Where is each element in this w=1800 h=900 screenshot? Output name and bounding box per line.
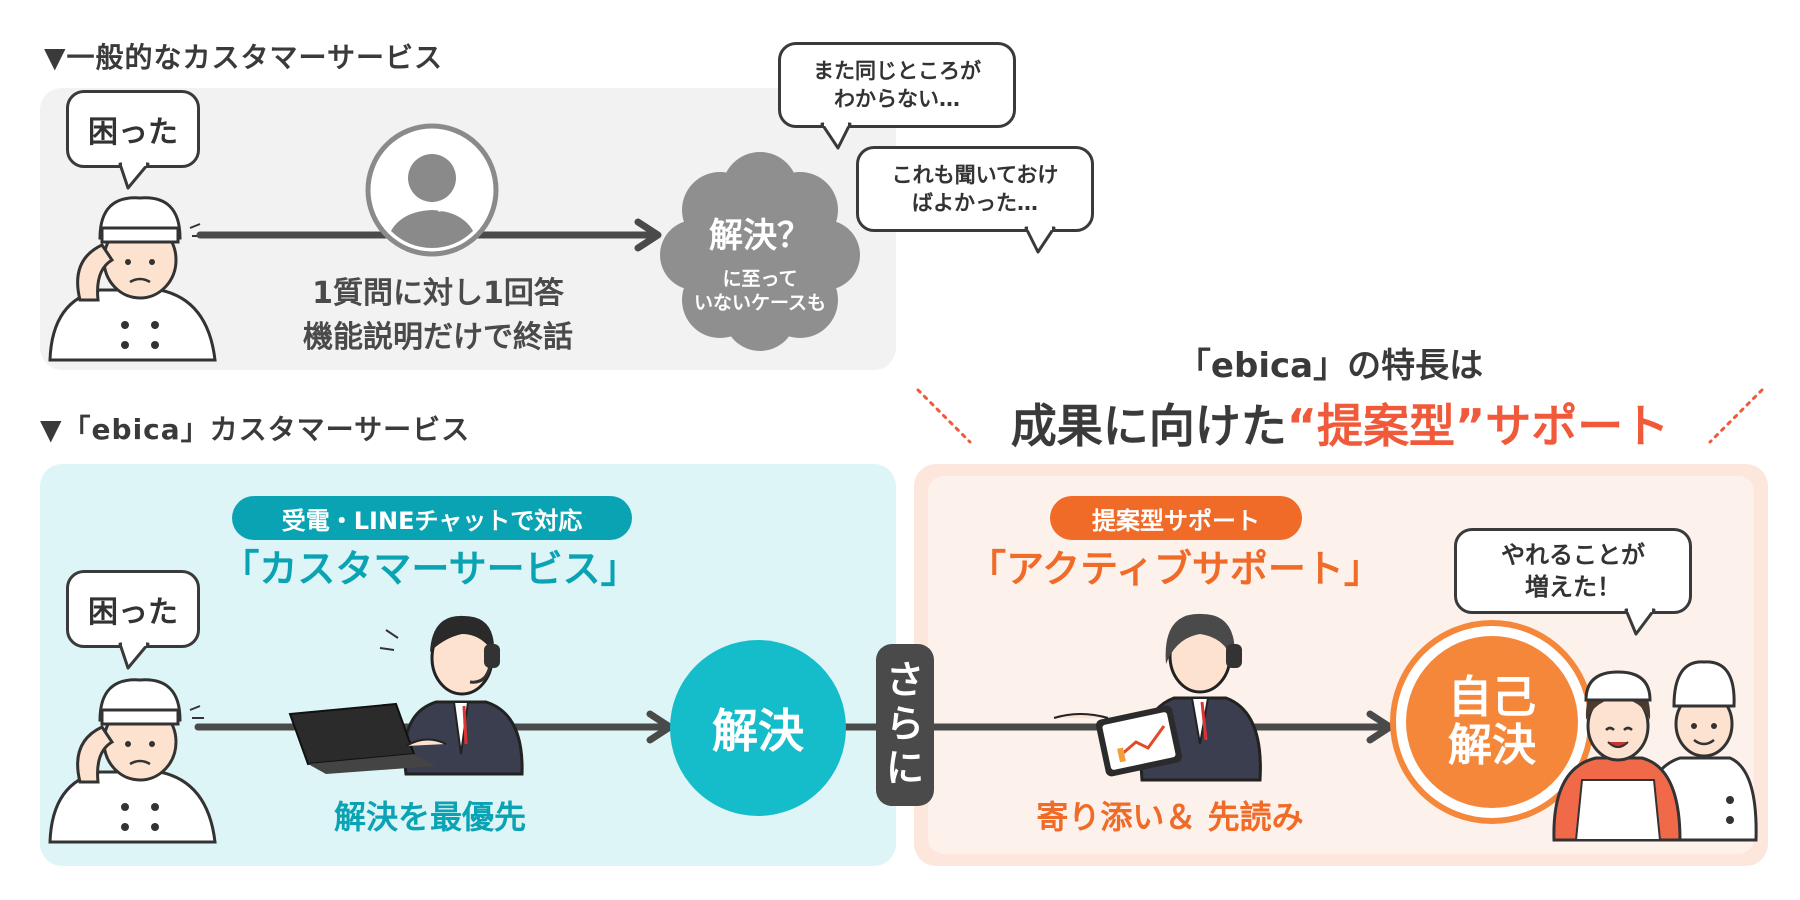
bubble-tail: [118, 161, 150, 190]
cs-channel-pill: 受電・LINEチャットで対応: [232, 496, 632, 540]
customer-speech-bubble: 困った: [66, 570, 200, 648]
thought-bubble-2-line1: これも聞いておけ: [891, 162, 1059, 187]
operator-tablet-icon: [1053, 613, 1262, 782]
emphasis-dots-right: [1708, 388, 1764, 444]
thought-bubble-1: また同じところが わからない…: [778, 42, 1016, 128]
happy-speech-line1: やれることが: [1501, 540, 1645, 569]
general-flow-text-2: 機能説明だけで終話: [303, 320, 573, 355]
feature-headline-1: 「ebica」の特長は: [1176, 346, 1484, 386]
active-support-caption: 寄り添い＆ 先読み: [1036, 798, 1304, 836]
sarani-char-1: さ: [885, 658, 924, 703]
feature-headline-2: 成果に向けた“提案型”サポート: [990, 390, 1690, 456]
thought-bubble-2: これも聞いておけ ばよかった…: [856, 146, 1094, 232]
cs-title: 「カスタマーサービス」: [221, 547, 639, 591]
thought-bubble-1-line1: また同じところが: [813, 58, 981, 83]
emphasis-dots-left: [916, 388, 972, 444]
feature-headline-prefix: 成果に向けた: [1010, 399, 1287, 453]
bubble-tail: [1024, 225, 1056, 254]
happy-speech-bubble: やれることが 増えた！: [1454, 528, 1692, 614]
cloud-subtext-2: いないケースも: [693, 292, 827, 314]
cloud-subtext-1: に至って: [722, 268, 798, 290]
thought-bubble-1-line2: わからない…: [834, 87, 960, 111]
bubble-tail: [820, 121, 852, 150]
active-support-pill: 提案型サポート: [1050, 496, 1302, 540]
self-resolve-circle: 自己 解決: [1406, 636, 1578, 808]
cloud-title: 解決？: [709, 216, 811, 256]
customer-speech-text: 困った: [88, 595, 178, 630]
happy-staff-icon: [1552, 660, 1758, 842]
active-support-title: 「アクティブサポート」: [968, 547, 1382, 591]
sarani-char-3: に: [885, 745, 924, 790]
unresolved-cloud-shape: [660, 152, 860, 351]
chef-troubled-icon: [48, 678, 217, 844]
general-section-heading: ▼一般的なカスタマーサービス: [44, 41, 443, 74]
general-flow-text-1: 1質問に対し1回答: [312, 276, 564, 311]
operator-laptop-icon: [288, 615, 524, 776]
resolved-circle: 解決: [670, 640, 846, 816]
bubble-tail: [1624, 607, 1656, 636]
self-resolve-line1: 自己: [1448, 671, 1536, 723]
resolved-circle-label: 解決: [712, 704, 804, 758]
chef-troubled-icon: [48, 196, 217, 362]
thought-bubble-2-line2: ばよかった…: [912, 191, 1038, 215]
customer-speech-text: 困った: [88, 115, 178, 150]
sarani-char-2: ら: [885, 702, 924, 747]
customer-speech-bubble: 困った: [66, 90, 200, 168]
sarani-label: さ ら に: [876, 644, 934, 806]
happy-speech-line2: 増えた！: [1525, 573, 1621, 601]
bubble-tail: [118, 641, 150, 670]
self-resolve-line2: 解決: [1448, 720, 1536, 771]
ebica-section-heading: ▼「ebica」カスタマーサービス: [40, 413, 471, 446]
cs-caption: 解決を最優先: [333, 798, 526, 836]
operator-headset-icon: [365, 123, 499, 257]
feature-headline-highlight: “提案型”サポート: [1286, 399, 1670, 453]
